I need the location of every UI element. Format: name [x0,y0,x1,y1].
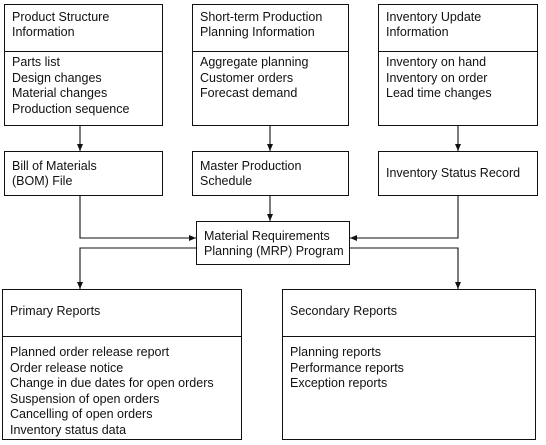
report-title: Secondary Reports [283,290,535,337]
info-box-title: Inventory Update Information [379,5,537,52]
list-item: Suspension of open orders [10,391,160,406]
title-line: Product Structure [12,10,110,24]
arrow-bom-to-mrp [79,195,196,241]
box-line: (BOM) File [12,174,73,188]
secondary-reports-box: Secondary Reports Planning reports Perfo… [282,289,536,440]
list-item: Parts list [12,55,60,69]
master-production-schedule-box: Master Production Schedule [192,151,349,196]
list-item: Cancelling of open orders [10,407,153,421]
list-item: Forecast demand [200,86,298,100]
report-title: Primary Reports [3,290,241,337]
list-item: Change in due dates for open orders [10,376,214,390]
list-item: Customer orders [200,70,294,85]
report-items: Planning reports Performance reports Exc… [283,337,535,392]
title-line: Short-term Production [200,10,323,24]
list-item: Planned order release report [10,345,170,359]
list-item: Order release notice [10,360,124,375]
list-item: Inventory on hand [386,55,487,69]
box-line: Schedule [200,174,253,188]
title-line: Information [12,25,75,39]
list-item: Exception reports [290,376,388,390]
box-line: Material Requirements [204,229,330,243]
arrow-mrp-to-secondary [350,247,461,289]
list-item: Lead time changes [386,86,492,100]
list-item: Design changes [12,70,102,85]
title-line: Information [386,25,449,39]
inventory-status-record-box: Inventory Status Record [378,151,538,196]
title-line: Inventory Update [386,10,482,24]
info-box-inventory-update: Inventory Update Information Inventory o… [378,4,538,126]
list-item: Aggregate planning [200,55,309,69]
info-box-short-term-planning: Short-term Production Planning Informati… [192,4,349,126]
box-line: Bill of Materials [12,159,97,173]
list-item: Planning reports [290,345,382,359]
info-box-items: Aggregate planning Customer orders Forec… [193,52,348,102]
list-item: Performance reports [290,360,404,375]
info-box-title: Product Structure Information [5,5,162,52]
box-line: Master Production [200,159,302,173]
info-box-items: Inventory on hand Inventory on order Lea… [379,52,537,102]
info-box-product-structure: Product Structure Information Parts list… [4,4,163,126]
list-item: Material changes [12,86,108,100]
box-line: Planning (MRP) Program [204,244,344,258]
title-line: Planning Information [200,25,315,39]
box-line: Inventory Status Record [386,166,521,180]
list-item: Production sequence [12,101,130,116]
report-items: Planned order release report Order relea… [3,337,241,438]
bom-file-box: Bill of Materials (BOM) File [4,151,163,196]
primary-reports-box: Primary Reports Planned order release re… [2,289,242,440]
mrp-program-box: Material Requirements Planning (MRP) Pro… [196,221,350,265]
arrow-mrp-to-primary [77,247,196,289]
info-box-items: Parts list Design changes Material chang… [5,52,162,117]
info-box-title: Short-term Production Planning Informati… [193,5,348,52]
list-item: Inventory status data [10,422,127,437]
arrow-status-to-mrp [350,195,459,241]
list-item: Inventory on order [386,70,488,85]
